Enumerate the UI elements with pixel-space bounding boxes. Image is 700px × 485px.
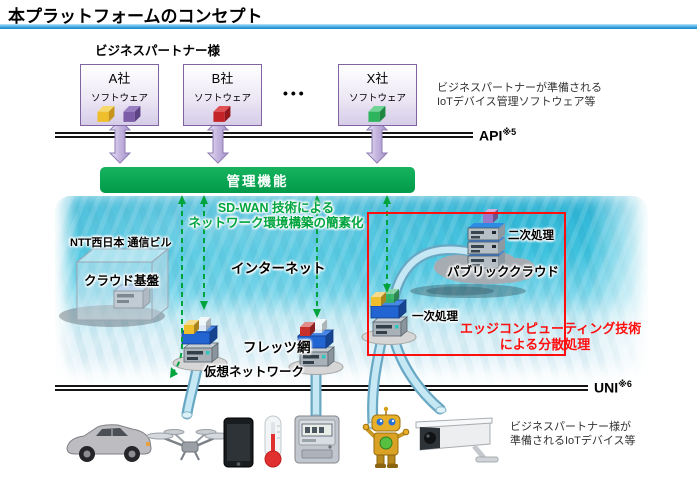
smart-meter-icon — [294, 415, 340, 464]
edge-computing-highlight-box — [367, 212, 566, 356]
company-box-b: B社 ソフトウェア — [183, 64, 262, 126]
software-label: ソフトウェア — [348, 93, 406, 104]
software-cube-purple-icon — [123, 106, 141, 122]
flets-label: フレッツ網 — [243, 340, 311, 355]
platform-ellipse — [59, 305, 165, 327]
security-camera-icon — [415, 417, 499, 463]
ntt-cloud-base — [59, 247, 170, 327]
software-label: ソフトウェア — [193, 93, 251, 104]
virtual-network-label: 仮想ネットワーク — [204, 365, 305, 379]
secondary-processing-label: 二次処理 — [508, 230, 554, 242]
software-cube-yellow-icon — [97, 106, 115, 122]
internet-label: インターネット — [231, 261, 326, 276]
server-icon — [112, 283, 152, 310]
api-label: API※5 — [479, 127, 517, 144]
api-bus-line — [55, 132, 473, 138]
company-box-x: X社 ソフトウェア — [338, 64, 417, 126]
sdwan-arrowheads — [170, 195, 391, 378]
software-cube-green-icon — [368, 106, 386, 122]
ellipsis: ••• — [283, 85, 307, 101]
api-arrow-icon — [206, 119, 230, 164]
server-stack-icon — [467, 209, 505, 269]
cloud-base-label: クラウド基盤 — [84, 274, 160, 288]
software-label: ソフトウェア — [90, 93, 148, 104]
glass-cube-icon — [75, 247, 170, 322]
company-name: A社 — [108, 71, 131, 86]
api-arrow-icon — [108, 119, 132, 164]
public-cloud-label: パブリッククラウド — [447, 265, 560, 279]
uni-label: UNI※6 — [594, 379, 632, 396]
software-cube-red-icon — [213, 106, 231, 122]
robot-icon — [362, 406, 410, 468]
thermometer-icon — [264, 415, 282, 468]
partner-software-note: ビジネスパートナーが準備される IoTデバイス管理ソフトウェア等 — [437, 82, 602, 108]
car-icon — [66, 424, 152, 462]
edge-computing-note: エッジコンピューティング技術 による分散処理 — [460, 321, 642, 352]
sdwan-dashed-arrows — [172, 202, 388, 373]
api-arrow-icon — [365, 119, 389, 164]
ntt-building-label: NTT西日本 通信ビル — [70, 237, 172, 249]
sdwan-note: SD-WAN 技術による ネットワーク環境構築の簡素化 — [188, 201, 364, 230]
page-title: 本プラットフォームのコンセプト — [8, 7, 263, 26]
primary-processing-label: 一次処理 — [412, 311, 458, 323]
drone-icon — [146, 429, 232, 461]
iot-devices-note: ビジネスパートナー様が 準備されるIoTデバイス等 — [510, 421, 636, 447]
management-function-bar: 管理機能 — [100, 167, 415, 193]
title-underline — [0, 24, 697, 29]
smartphone-icon — [223, 417, 254, 468]
public-cloud — [410, 209, 535, 298]
partners-heading: ビジネスパートナー様 — [95, 44, 221, 58]
api-arrows — [108, 119, 389, 164]
company-name: X社 — [366, 71, 389, 86]
company-name: B社 — [211, 71, 234, 86]
company-box-a: A社 ソフトウェア — [80, 64, 159, 126]
